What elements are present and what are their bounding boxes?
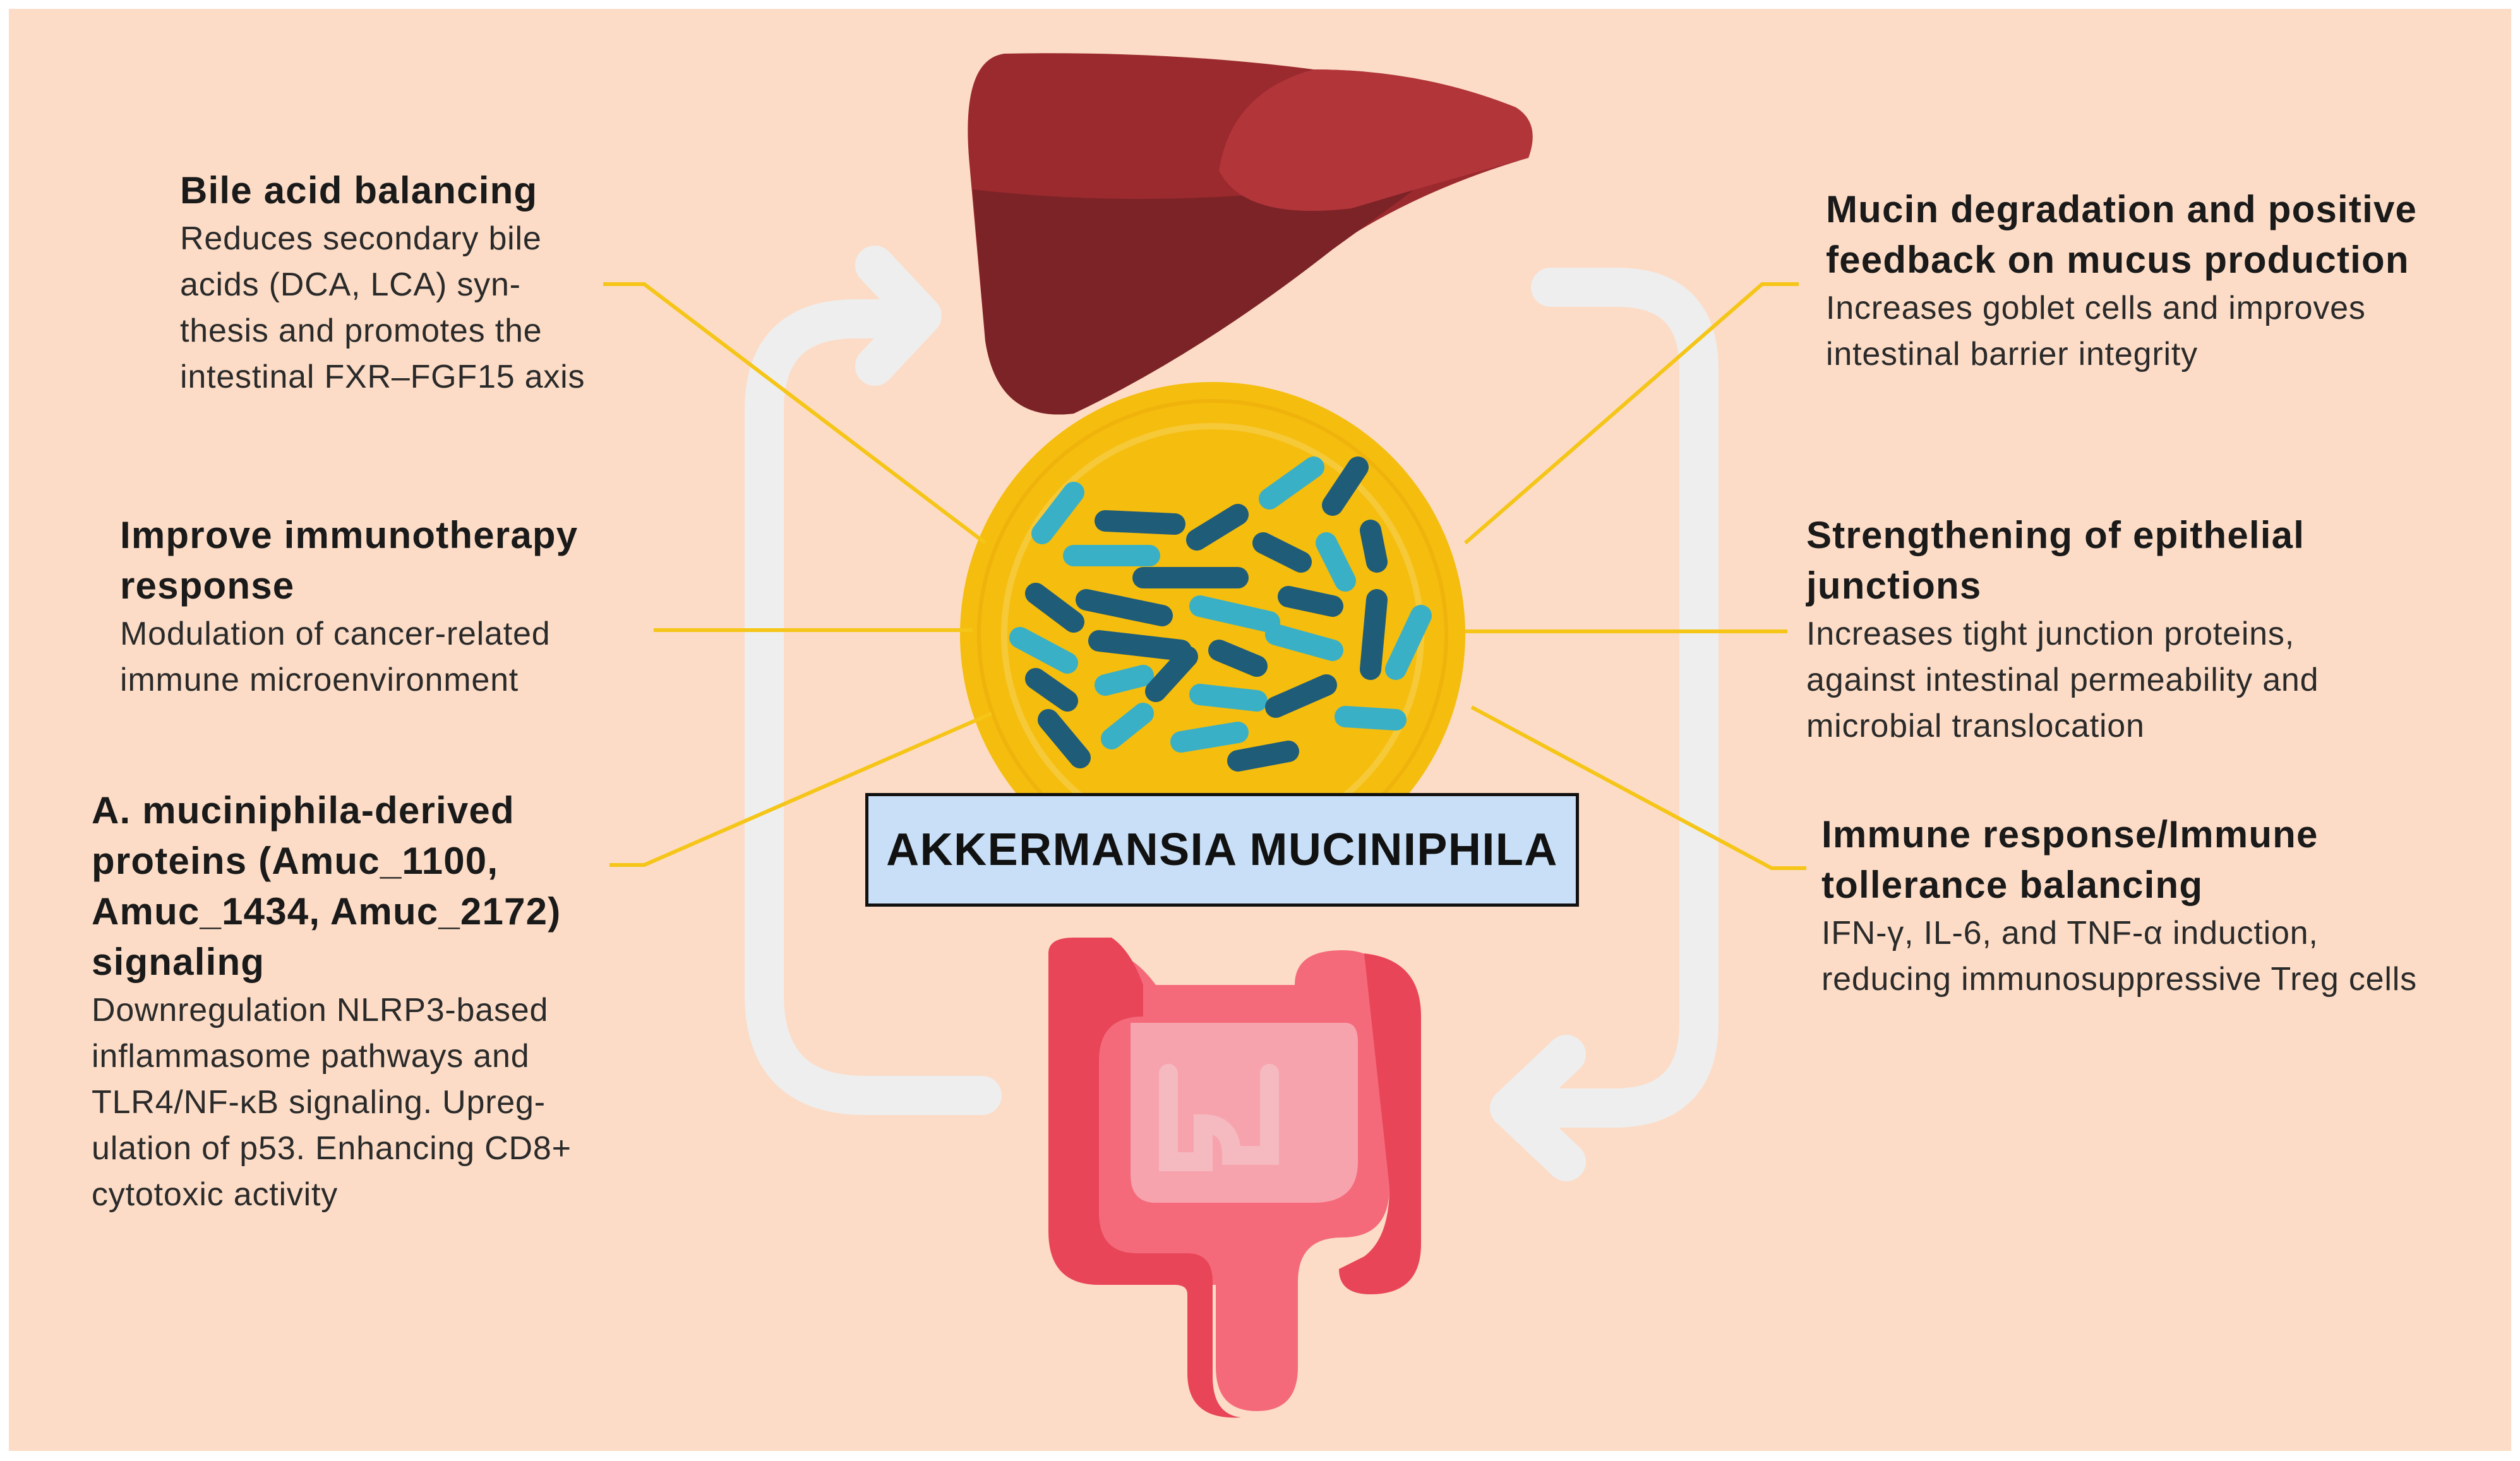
block-heading: Improve immunotherapy response	[120, 514, 579, 607]
epithelial-junctions-block: Strengthening of epithelial junctions In…	[1806, 510, 2463, 749]
block-description: Modulation of cancer-related immune micr…	[120, 616, 551, 698]
immune-balance-block: Immune response/Immune tollerance balanc…	[1821, 809, 2504, 1003]
diagram-title: AKKERMANSIA MUCINIPHILA	[886, 825, 1558, 875]
intestine-icon	[1048, 938, 1421, 1418]
block-description: Increases goblet cells and improves inte…	[1826, 290, 2366, 373]
block-description: Increases tight junction proteins, again…	[1806, 616, 2319, 744]
connector-lines	[603, 282, 1806, 870]
title-box: AKKERMANSIA MUCINIPHILA	[865, 793, 1579, 907]
block-description: Reduces secondary bile acids (DCA, LCA) …	[180, 220, 585, 395]
liver-icon	[968, 53, 1533, 415]
block-heading: Bile acid balancing	[180, 169, 538, 212]
block-heading: Strengthening of epithelial junctions	[1806, 514, 2305, 607]
block-heading: Immune response/Immune tollerance balanc…	[1821, 813, 2319, 906]
block-description: IFN-γ, IL-6, and TNF-α induction, reduci…	[1821, 915, 2417, 998]
block-description: Downregulation NLRP3-based inflammasome …	[92, 992, 572, 1213]
bile-acid-balancing-block: Bile acid balancing Reduces secondary bi…	[180, 165, 635, 400]
block-heading: A. muciniphila-derived proteins (Amuc_11…	[92, 789, 561, 983]
block-heading: Mucin degradation and positive feedback …	[1826, 188, 2418, 281]
immunotherapy-response-block: Improve immunotherapy response Modulatio…	[120, 510, 638, 703]
derived-proteins-signaling-block: A. muciniphila-derived proteins (Amuc_11…	[92, 785, 647, 1218]
mucin-degradation-block: Mucin degradation and positive feedback …	[1826, 184, 2483, 378]
cycle-arrow-icon	[745, 246, 1719, 1181]
bacteria-cluster-icon	[960, 382, 1465, 887]
